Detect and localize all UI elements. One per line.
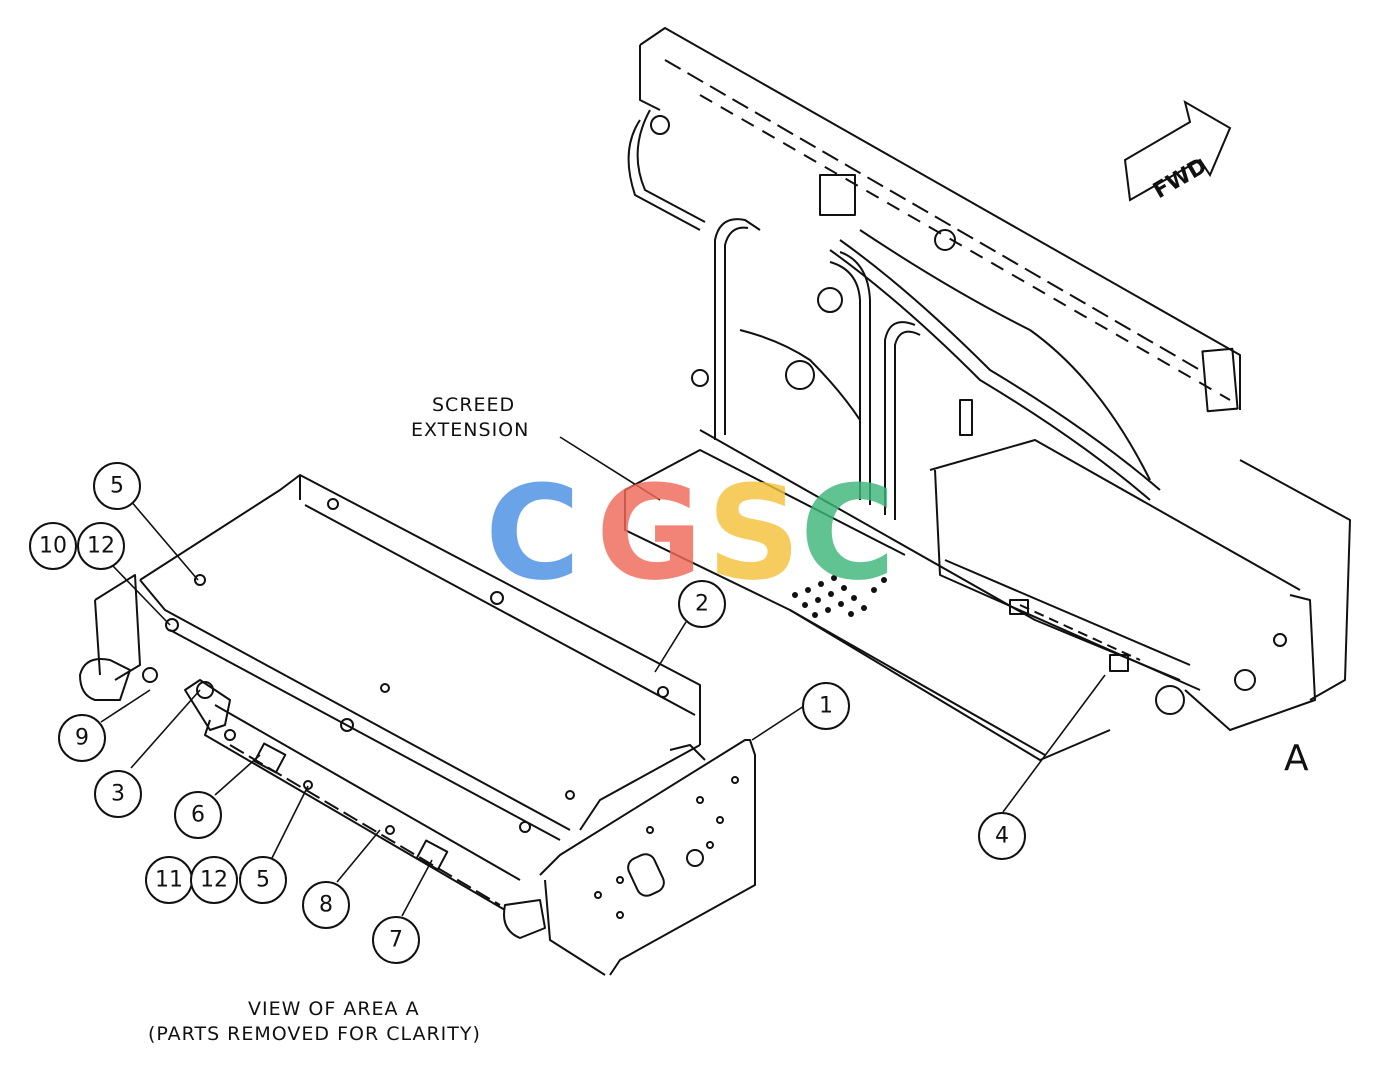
- area-a-detail-drawing: [79, 474, 756, 976]
- screed-assembly-drawing: [624, 27, 1351, 761]
- callout-12-top: 12: [87, 534, 115, 559]
- callout-10: 10: [39, 534, 67, 559]
- view-caption-line2: (PARTS REMOVED FOR CLARITY): [148, 1023, 481, 1045]
- watermark-letter-2: G: [596, 457, 703, 609]
- watermark-letter-1: C: [485, 457, 580, 609]
- callout-8: 8: [319, 893, 333, 918]
- leader-lines: [100, 436, 1106, 917]
- cgsc-watermark: C G S C: [485, 457, 895, 609]
- fwd-arrow-icon: FWD: [1123, 99, 1232, 204]
- callout-1: 1: [819, 694, 833, 719]
- callout-5-top: 5: [110, 474, 124, 499]
- view-caption-line1: VIEW OF AREA A: [248, 998, 420, 1020]
- area-a-letter: A: [1284, 738, 1309, 779]
- callout-4: 4: [995, 824, 1009, 849]
- callout-6: 6: [191, 803, 205, 828]
- callout-12-bottom: 12: [200, 868, 228, 893]
- watermark-letter-3: S: [707, 457, 801, 609]
- callout-7: 7: [389, 928, 403, 953]
- callout-9: 9: [75, 726, 89, 751]
- screed-extension-label-line1: SCREED: [432, 394, 515, 416]
- watermark-letter-4: C: [800, 457, 895, 609]
- callout-5-bottom: 5: [256, 868, 270, 893]
- callout-circles: [29, 462, 1026, 964]
- perforated-step: [792, 575, 887, 618]
- callout-11: 11: [155, 868, 183, 893]
- callout-3: 3: [111, 782, 125, 807]
- callout-2: 2: [695, 592, 709, 617]
- callout-labels: 1 2 3 4 5 5 6 7 8 9 10 11 12 12: [39, 474, 1009, 953]
- screed-extension-label-line2: EXTENSION: [411, 419, 529, 441]
